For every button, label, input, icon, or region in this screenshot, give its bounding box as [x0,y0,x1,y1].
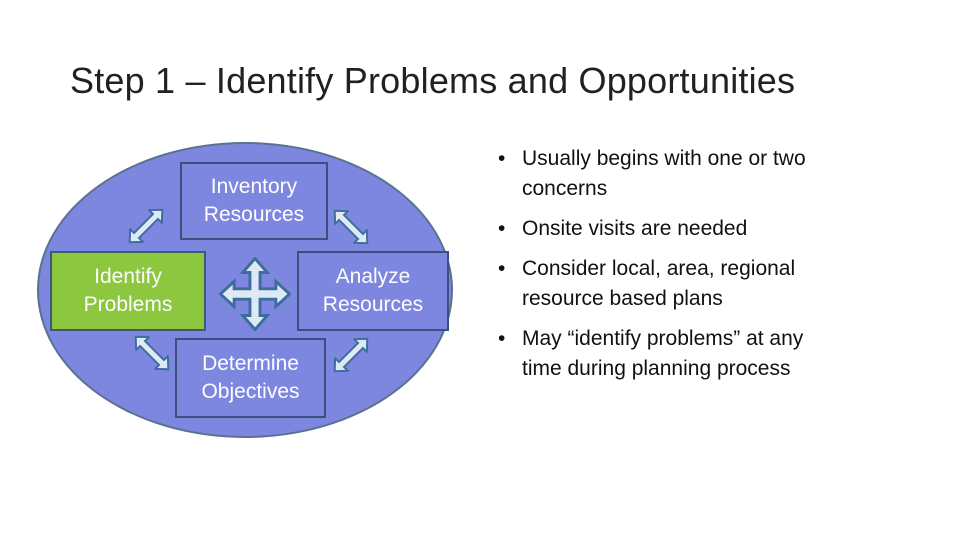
bullet-text: May “identify problems” at any time duri… [522,327,804,380]
double-arrow-top-left-icon [128,208,164,244]
bullet-item: • Consider local, area, regional resourc… [498,254,898,314]
bullet-marker: • [498,327,506,350]
double-arrow-top-right-icon [333,209,369,245]
node-identify-problems: Identify Problems [50,251,206,331]
four-way-arrow-icon [219,257,291,331]
bullet-text: Usually begins with one or two concerns [522,147,806,200]
process-diagram: Inventory Resources Identify Problems An… [0,0,500,460]
bullet-list: • Usually begins with one or two concern… [498,144,898,394]
bullet-marker: • [498,257,506,280]
bullet-item: • May “identify problems” at any time du… [498,324,898,384]
node-label: Determine Objectives [201,352,300,403]
bullet-text: Onsite visits are needed [522,217,748,240]
bullet-marker: • [498,147,506,170]
node-label: Analyze Resources [322,265,424,316]
bullet-marker: • [498,217,506,240]
bullet-item: • Onsite visits are needed [498,214,898,244]
double-arrow-bottom-left-icon [134,335,170,371]
node-label: Identify Problems [83,265,173,316]
double-arrow-bottom-right-icon [333,337,369,373]
bullet-item: • Usually begins with one or two concern… [498,144,898,204]
node-analyze-resources: Analyze Resources [297,251,449,331]
slide-title: Step 1 – Identify Problems and Opportuni… [70,60,796,101]
node-determine-objectives: Determine Objectives [175,338,326,418]
node-inventory-resources: Inventory Resources [180,162,328,240]
node-label: Inventory Resources [203,175,305,226]
bullet-text: Consider local, area, regional resource … [522,257,796,310]
